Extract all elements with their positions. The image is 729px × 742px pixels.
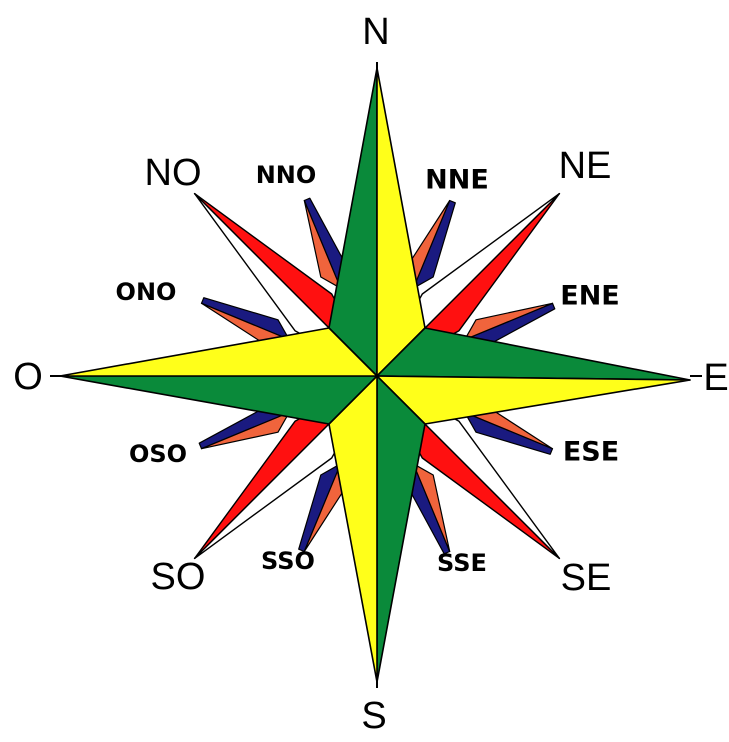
label-nno: NNO bbox=[256, 163, 317, 187]
e-point-light bbox=[377, 376, 690, 424]
n-point-light bbox=[377, 68, 425, 376]
label-ese: ESE bbox=[563, 439, 619, 466]
label-ne: NE bbox=[559, 147, 612, 185]
label-no: NO bbox=[145, 154, 202, 192]
o-point-light bbox=[60, 328, 377, 376]
label-se: SE bbox=[561, 559, 612, 597]
label-sse: SSE bbox=[437, 551, 487, 575]
label-n: N bbox=[362, 13, 389, 51]
label-nne: NNE bbox=[425, 167, 489, 194]
e-point-dark bbox=[377, 328, 690, 380]
label-e: E bbox=[703, 359, 728, 397]
s-point-dark bbox=[377, 376, 425, 682]
label-ono: ONO bbox=[116, 280, 177, 304]
label-so: SO bbox=[151, 558, 206, 596]
label-oso: OSO bbox=[129, 442, 187, 466]
n-point-dark bbox=[329, 68, 377, 376]
label-ene: ENE bbox=[560, 283, 619, 310]
label-o: O bbox=[13, 358, 43, 396]
o-point-dark bbox=[60, 376, 377, 424]
s-point-light bbox=[329, 376, 377, 682]
label-sso: SSO bbox=[261, 549, 315, 573]
label-s: S bbox=[361, 697, 386, 735]
